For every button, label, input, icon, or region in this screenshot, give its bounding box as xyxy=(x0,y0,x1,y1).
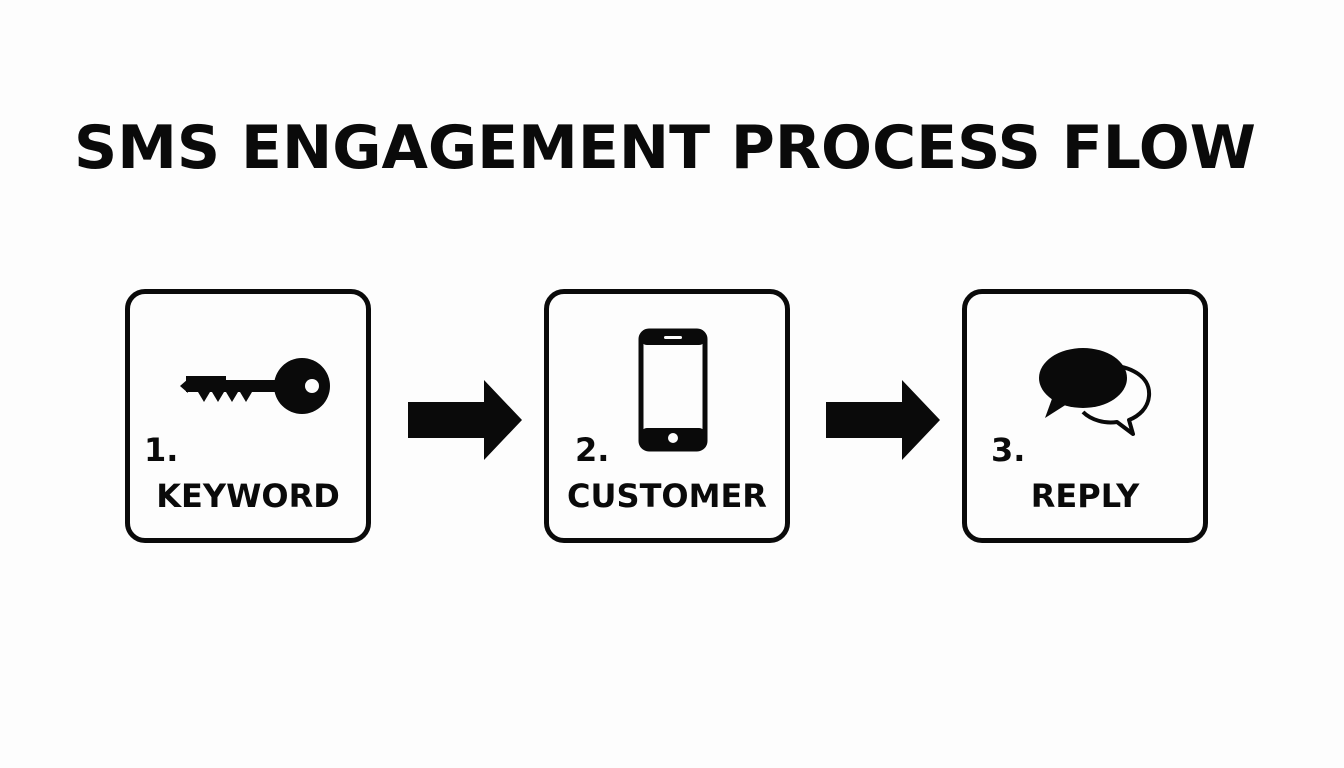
diagram-title: SMS ENGAGEMENT PROCESS FLOW xyxy=(74,113,1256,183)
step-number: 3. xyxy=(991,431,1026,469)
smartphone-icon xyxy=(638,328,708,452)
key-icon xyxy=(180,358,330,414)
step-number: 1. xyxy=(144,431,179,469)
arrow-right-icon xyxy=(408,380,522,460)
step-label: KEYWORD xyxy=(156,477,340,515)
step-number: 2. xyxy=(575,431,610,469)
step-label: CUSTOMER xyxy=(567,477,767,515)
speech-bubbles-icon xyxy=(1039,348,1152,436)
step-label: REPLY xyxy=(1030,477,1140,515)
step-box-customer: 2. CUSTOMER xyxy=(544,289,790,543)
arrow-right-icon xyxy=(826,380,940,460)
step-box-keyword: 1. KEYWORD xyxy=(125,289,371,543)
step-box-reply: 3. REPLY xyxy=(962,289,1208,543)
